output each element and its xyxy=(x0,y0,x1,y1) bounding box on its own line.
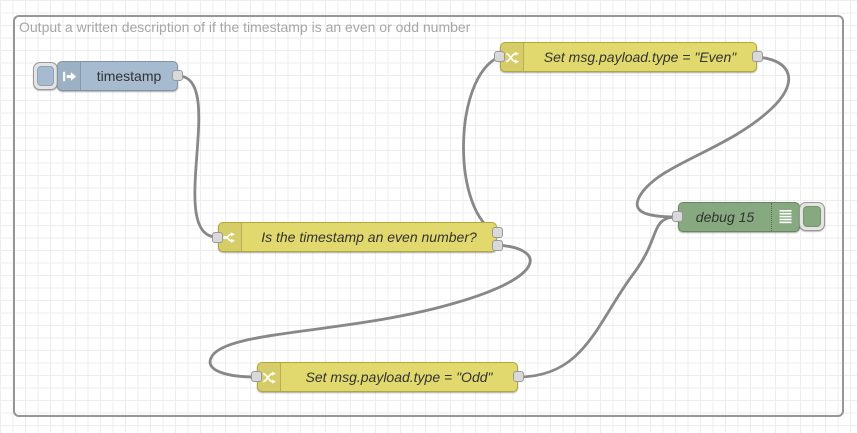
inject-trigger-button[interactable] xyxy=(33,62,58,90)
port-output-inject[interactable] xyxy=(172,70,183,81)
change-swap-icon xyxy=(501,43,524,71)
node-inject-timestamp[interactable]: timestamp xyxy=(57,61,178,91)
port-input-switch[interactable] xyxy=(212,232,223,243)
node-label: Is the timestamp an even number? xyxy=(261,229,477,245)
wire-switch-to-odd[interactable] xyxy=(208,243,532,379)
wire-odd-to-debug[interactable] xyxy=(516,215,679,379)
node-switch-even-check[interactable]: Is the timestamp an even number? xyxy=(218,222,497,252)
port-output-switch-2[interactable] xyxy=(492,240,503,251)
inject-trigger-button-face xyxy=(37,66,54,86)
inject-arrow-icon xyxy=(58,62,81,90)
port-output-even[interactable] xyxy=(752,51,763,62)
port-output-odd[interactable] xyxy=(513,371,524,382)
port-input-odd[interactable] xyxy=(251,371,262,382)
port-input-even[interactable] xyxy=(494,51,505,62)
group-label: Output a written description of if the t… xyxy=(19,19,471,35)
flow-group[interactable]: Output a written description of if the t… xyxy=(13,15,844,417)
node-label: debug 15 xyxy=(695,209,755,225)
wire-inject-to-switch[interactable] xyxy=(176,74,219,239)
switch-fork-icon xyxy=(219,223,242,251)
debug-toggle-button[interactable] xyxy=(799,202,825,231)
wire-even-to-debug[interactable] xyxy=(635,55,791,219)
change-swap-icon xyxy=(258,363,281,391)
debug-lines-icon xyxy=(771,203,799,231)
node-label: Set msg.payload.type = "Even" xyxy=(543,49,737,65)
port-output-switch-1[interactable] xyxy=(492,227,503,238)
node-debug-15[interactable]: debug 15 xyxy=(678,202,800,232)
node-label: timestamp xyxy=(96,68,162,84)
debug-toggle-button-face xyxy=(803,206,821,227)
node-change-odd[interactable]: Set msg.payload.type = "Odd" xyxy=(257,362,518,392)
port-input-debug[interactable] xyxy=(672,211,683,222)
wire-switch-to-even[interactable] xyxy=(462,55,501,235)
node-change-even[interactable]: Set msg.payload.type = "Even" xyxy=(500,42,757,72)
node-label: Set msg.payload.type = "Odd" xyxy=(305,369,493,385)
